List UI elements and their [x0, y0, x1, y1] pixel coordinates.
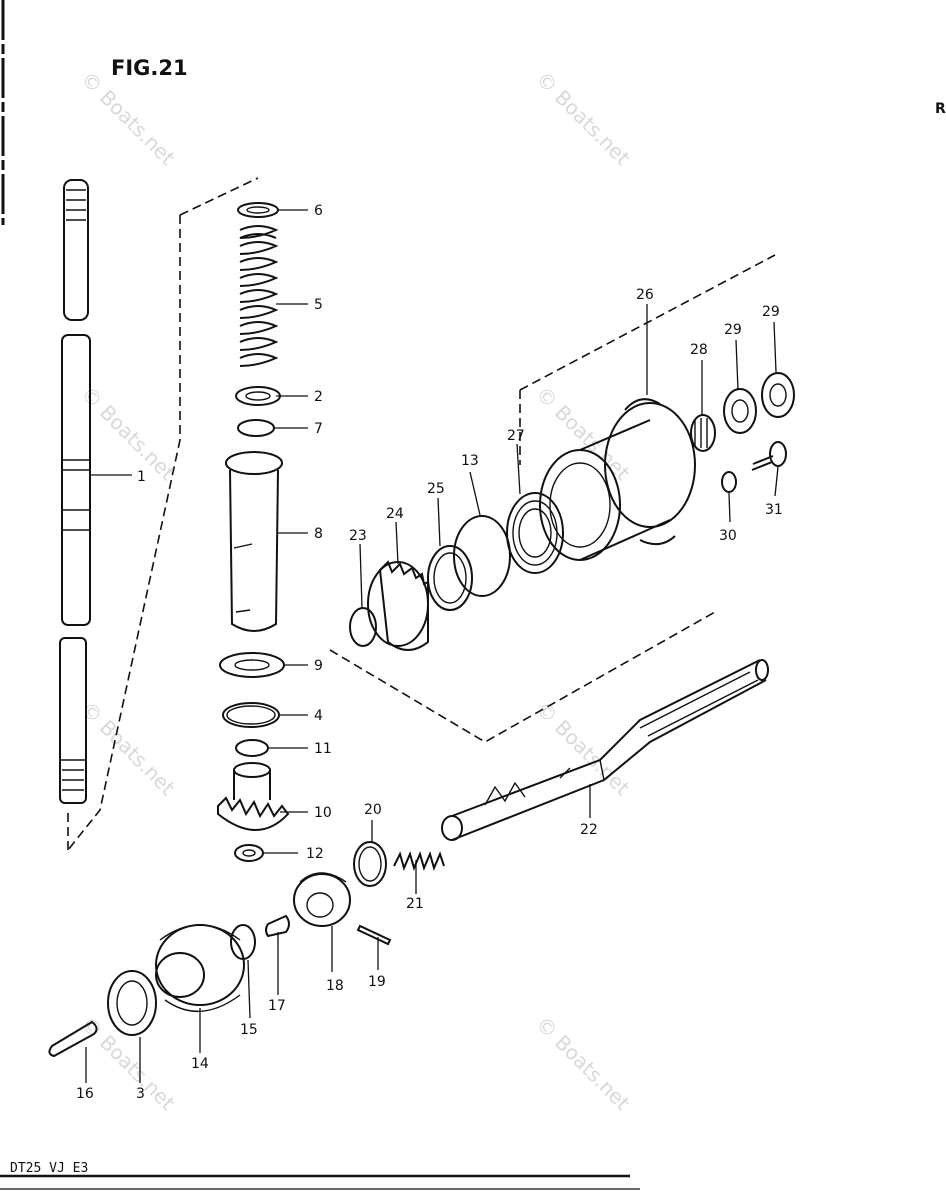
callout-30: 30: [719, 528, 737, 544]
callout-8: 8: [314, 526, 323, 542]
figure-title: FIG.21: [111, 56, 188, 80]
callout-28: 28: [690, 342, 708, 358]
o-ring-13: [453, 515, 511, 597]
callout-25: 25: [427, 481, 445, 497]
gear-14: [155, 924, 245, 1012]
watermark: © Boats.net: [531, 697, 634, 800]
pin-16: [48, 1020, 98, 1058]
callout-21: 21: [406, 896, 424, 912]
callout-12: 12: [306, 846, 324, 862]
bracket-left: [67, 215, 181, 851]
callout-19: 19: [368, 974, 386, 990]
plate-9: [219, 652, 285, 678]
watermark: © Boats.net: [531, 1012, 634, 1115]
ring-11: [235, 739, 269, 757]
ring-15: [230, 924, 256, 960]
seal-29a: [723, 388, 757, 434]
propeller-shaft-22: [441, 659, 769, 841]
callout-17: 17: [268, 998, 286, 1014]
washer-30: [721, 471, 737, 493]
bearing-27: [506, 492, 564, 574]
callout-23: 23: [349, 528, 367, 544]
clutch-18: [293, 872, 351, 927]
callout-24: 24: [386, 506, 404, 522]
washer-6: [237, 202, 279, 218]
spring-21: [393, 851, 445, 871]
shim-23: [349, 607, 377, 647]
callout-27: 27: [507, 428, 525, 444]
washer-3: [107, 970, 157, 1036]
footer-code: DT25 VJ E3: [10, 1161, 88, 1176]
callout-2: 2: [314, 389, 323, 405]
callout-6: 6: [314, 203, 323, 219]
bevel-gear-24: [367, 560, 429, 651]
callout-26: 26: [636, 287, 654, 303]
callout-9: 9: [314, 658, 323, 674]
pin-19: [356, 924, 392, 946]
callout-11: 11: [314, 741, 332, 757]
callout-1: 1: [137, 469, 146, 485]
sleeve-8: [225, 451, 283, 632]
callout-15: 15: [240, 1022, 258, 1038]
plunger-17: [265, 914, 290, 938]
housing-26: [539, 398, 696, 561]
watermark: © Boats.net: [76, 382, 179, 485]
bearing-28: [690, 414, 716, 452]
callout-4: 4: [314, 708, 323, 724]
watermark: © Boats.net: [76, 697, 179, 800]
watermark: © Boats.net: [76, 67, 179, 170]
callout-labels: 1 2 3 4 5 6 7 8 9 10 11 12 13 14 15 16 1…: [76, 203, 783, 1102]
callout-29b: 29: [762, 304, 780, 320]
ring-20: [353, 841, 387, 887]
corner-mark: R: [935, 101, 946, 117]
watermarks: © Boats.net © Boats.net © Boats.net © Bo…: [76, 67, 634, 1115]
callout-22: 22: [580, 822, 598, 838]
pinion-gear-10: [217, 762, 290, 831]
nut-12: [234, 844, 264, 862]
shim-25: [427, 545, 473, 611]
callout-18: 18: [326, 978, 344, 994]
leader-lines: [85, 209, 779, 1083]
callout-3: 3: [136, 1086, 145, 1102]
washer-2: [235, 386, 281, 406]
bracket-lower: [329, 611, 716, 743]
spring-5: [239, 225, 279, 367]
callout-5: 5: [314, 297, 323, 313]
callout-7: 7: [314, 421, 323, 437]
seal-29b: [761, 372, 795, 418]
bolt-31: [751, 441, 787, 471]
watermark: © Boats.net: [531, 67, 634, 170]
callout-20: 20: [364, 802, 382, 818]
callout-10: 10: [314, 805, 332, 821]
callout-31: 31: [765, 502, 783, 518]
circlip-7: [237, 419, 275, 437]
drive-shaft: [59, 179, 91, 804]
callout-13: 13: [461, 453, 479, 469]
callout-14: 14: [191, 1056, 209, 1072]
bracket-top: [179, 177, 259, 216]
callout-16: 16: [76, 1086, 94, 1102]
ring-4: [222, 702, 280, 728]
callout-29a: 29: [724, 322, 742, 338]
